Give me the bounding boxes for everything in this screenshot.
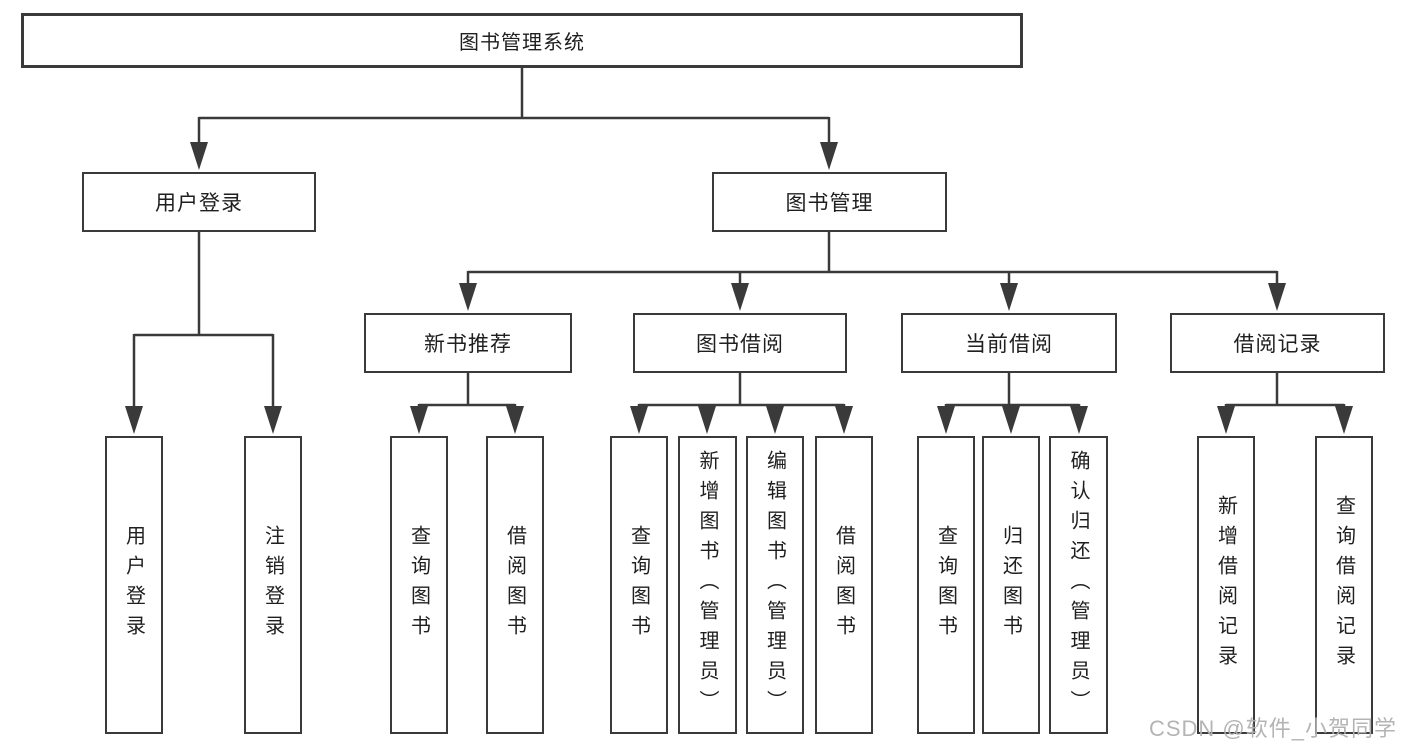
leaf-add-books-admin: 新增图书（管理员） [678, 436, 737, 734]
node-user-login: 用户登录 [82, 172, 316, 232]
leaf-current-query-books: 查询图书 [917, 436, 975, 734]
leaf-recommend-borrow-books: 借阅图书 [486, 436, 544, 734]
leaf-recommend-query-books: 查询图书 [390, 436, 448, 734]
leaf-borrow-query-books: 查询图书 [610, 436, 668, 734]
node-book-borrow: 图书借阅 [633, 313, 847, 373]
csdn-watermark: CSDN @软件_小贺同学 [1148, 716, 1397, 741]
node-borrow-records: 借阅记录 [1170, 313, 1385, 373]
leaf-edit-books-admin: 编辑图书（管理员） [746, 436, 804, 734]
node-new-book-recommend: 新书推荐 [364, 313, 572, 373]
leaf-confirm-return-admin: 确认归还（管理员） [1049, 436, 1108, 734]
node-library-management-system: 图书管理系统 [21, 13, 1023, 68]
leaf-query-borrow-record: 查询借阅记录 [1315, 436, 1373, 734]
node-current-borrow: 当前借阅 [901, 313, 1117, 373]
leaf-add-borrow-record: 新增借阅记录 [1197, 436, 1255, 734]
leaf-borrow-books: 借阅图书 [815, 436, 873, 734]
node-book-management: 图书管理 [712, 172, 947, 232]
leaf-logout-login: 注销登录 [244, 436, 302, 734]
leaf-user-login: 用户登录 [105, 436, 163, 734]
leaf-return-books: 归还图书 [982, 436, 1040, 734]
